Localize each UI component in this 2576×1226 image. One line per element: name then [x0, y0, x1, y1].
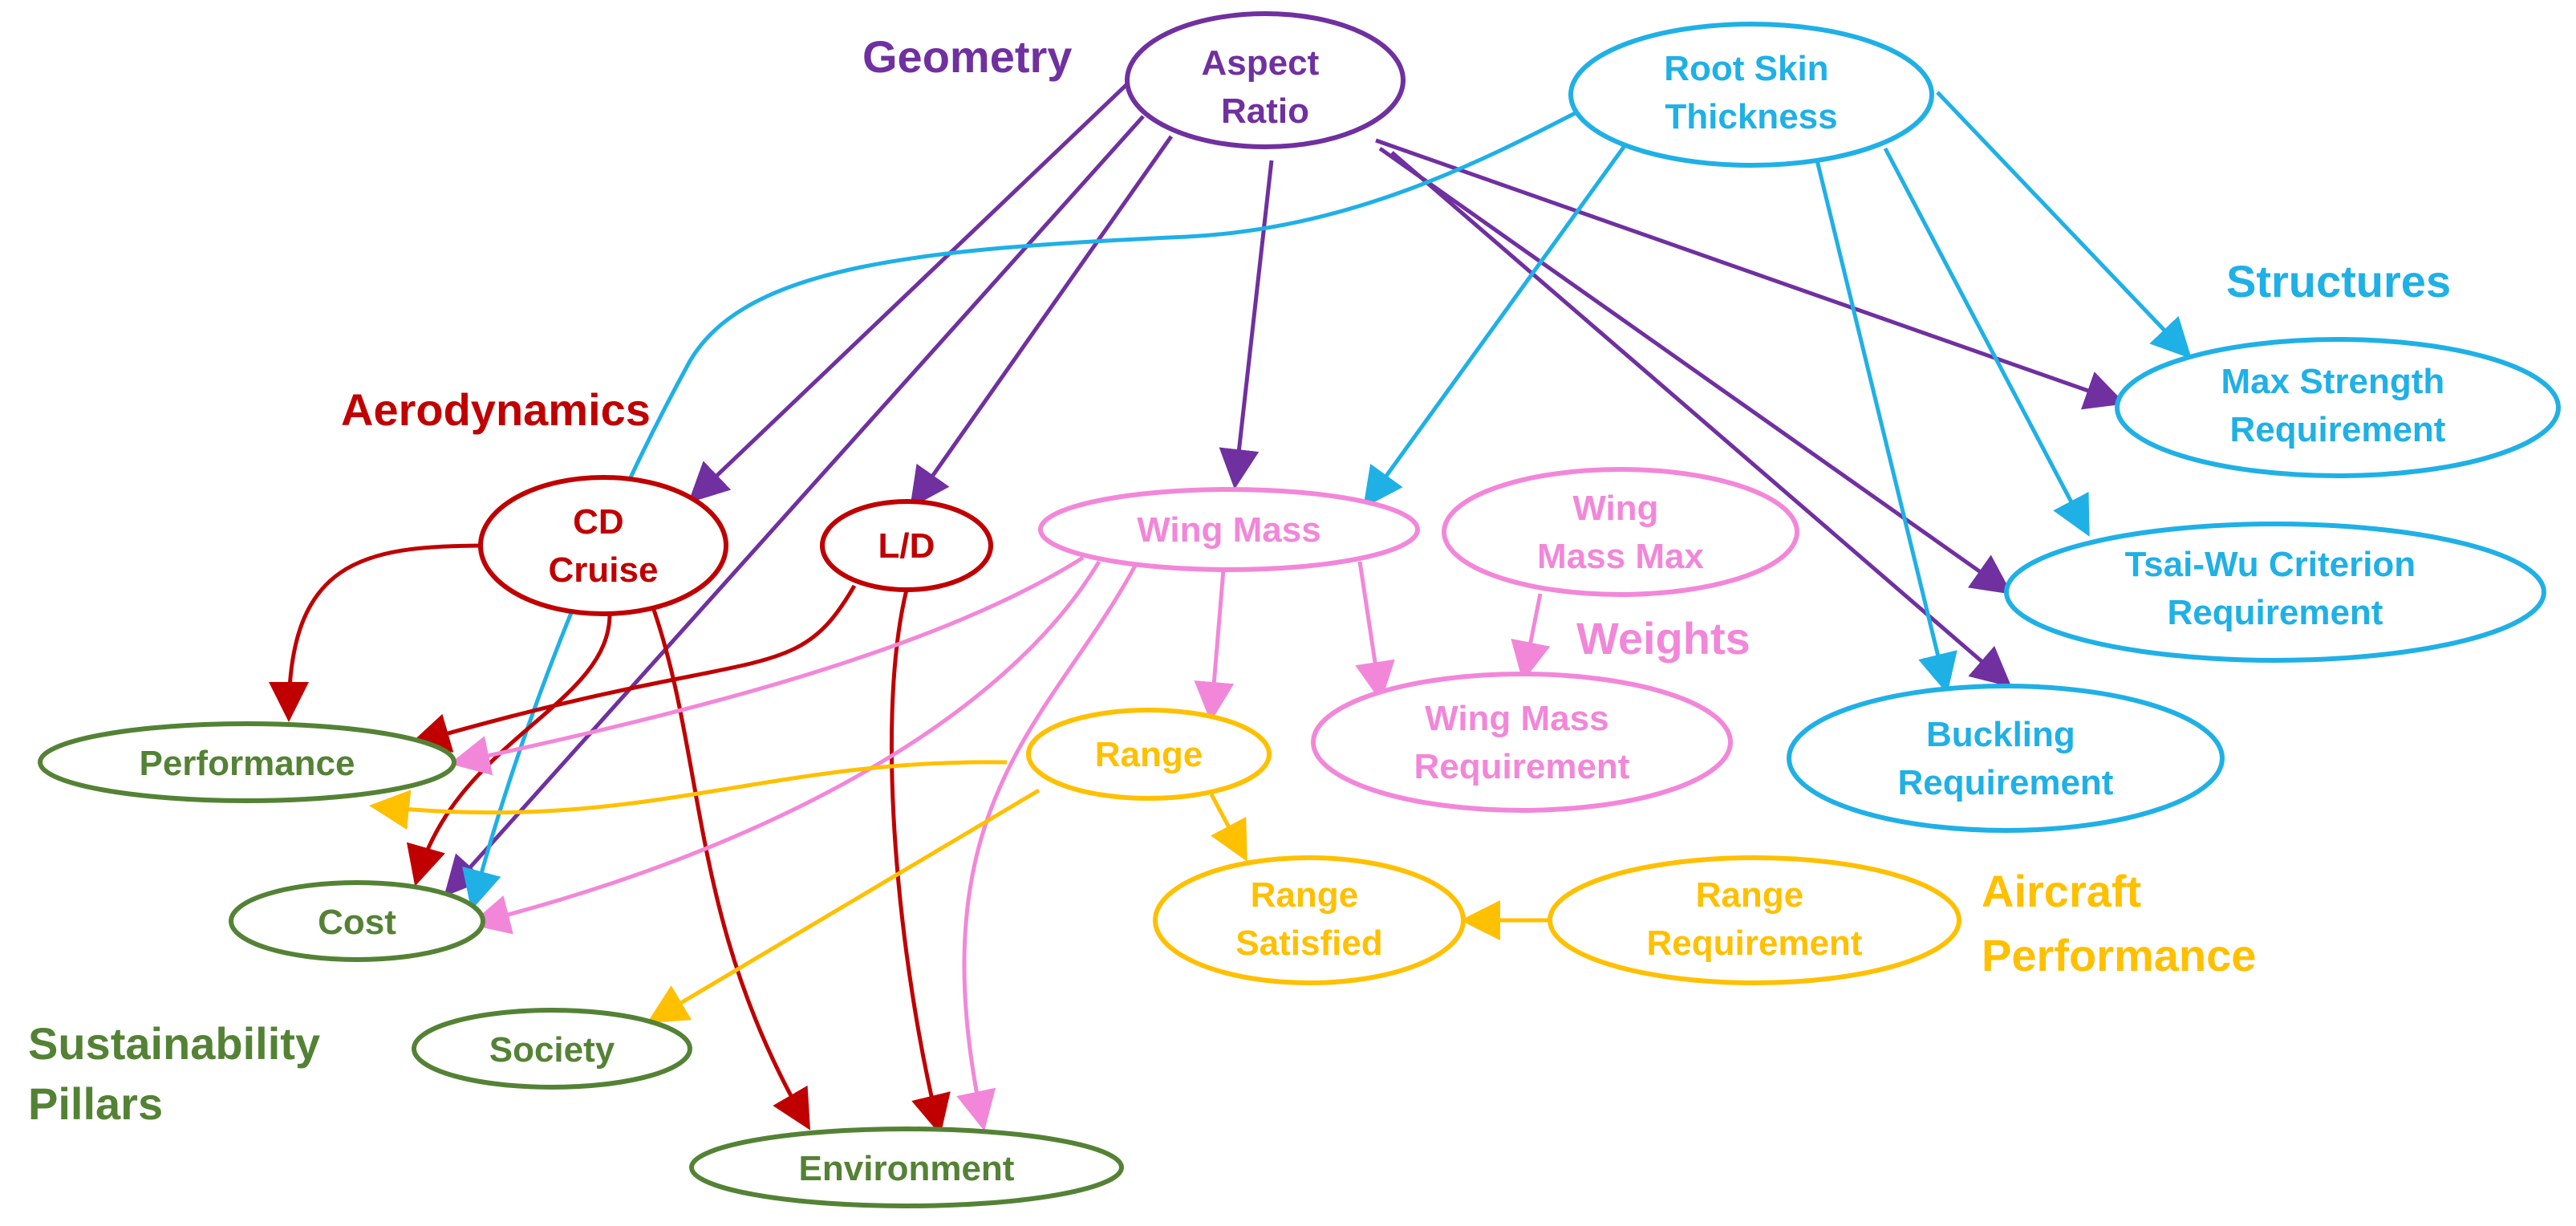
group-labels: Geometry Structures Aerodynamics Weights… [28, 31, 2451, 1129]
node-max-strength-requirement: Max Strength Requirement [2115, 337, 2561, 478]
svg-text:Performance: Performance [139, 744, 355, 783]
node-wing-mass: Wing Mass [1038, 487, 1420, 572]
svg-text:Aspect Ratio: Aspect Ratio [1202, 43, 1329, 131]
node-aspect-ratio: Aspect Ratio [1125, 11, 1406, 149]
edge-range-to-range-satisfied [1209, 793, 1247, 862]
edge-aspect-ratio-to-tsai-wu [1378, 146, 2013, 595]
svg-text:Tsai-Wu Criterion Requ: Tsai-Wu Criterion Requirement [2125, 545, 2426, 632]
edge-range-to-performance [369, 760, 1008, 830]
edge-aspect-ratio-to-wing-mass [1219, 160, 1274, 489]
nodes: Aspect Ratio Root Skin Thickness Max Str… [38, 11, 2561, 1208]
svg-text:Wing Mass Requirement: Wing Mass Requirement [1414, 699, 1630, 786]
svg-text:Range Requirement: Range Requirement [1647, 875, 1863, 963]
node-performance: Performance [38, 721, 456, 803]
edges [269, 79, 2192, 1135]
edge-root-skin-to-tsai-wu [1883, 147, 2090, 537]
node-l-d: L/D [820, 499, 993, 592]
group-label-structures: Structures [2226, 256, 2451, 306]
edge-wing-mass-to-performance [449, 555, 1085, 776]
svg-text:CD Cruise: CD Cruise [549, 502, 659, 590]
edge-l-d-to-environment [889, 589, 951, 1135]
group-label-aircraft-performance: Aircraft Performance [1982, 866, 2256, 980]
edge-root-skin-to-wing-mass [1363, 139, 1631, 509]
edge-aspect-ratio-to-cd-cruise [688, 79, 1133, 503]
edge-wing-mass-to-range [1194, 569, 1235, 722]
svg-text:Buckling Requirement: Buckling Requirement [1898, 715, 2114, 802]
group-label-aerodynamics: Aerodynamics [341, 384, 651, 435]
group-label-weights: Weights [1576, 613, 1750, 664]
node-tsai-wu-requirement: Tsai-Wu Criterion Requirement [2004, 522, 2546, 663]
edge-wing-mass-to-wing-mass-req [1355, 561, 1395, 702]
node-range-satisfied: Range Satisfied [1153, 855, 1466, 985]
group-label-geometry: Geometry [862, 31, 1072, 82]
node-wing-mass-max: Wing Mass Max [1442, 467, 1799, 597]
edge-cd-cruise-to-cost [406, 613, 612, 887]
edge-aspect-ratio-to-max-strength [1375, 138, 2126, 410]
edge-cd-cruise-to-performance [269, 543, 486, 722]
edge-root-skin-to-cost [462, 106, 1586, 911]
node-buckling-requirement: Buckling Requirement [1787, 684, 2225, 833]
edge-aspect-ratio-to-buckling [1390, 151, 2012, 688]
svg-text:L/D: L/D [878, 526, 935, 566]
svg-text:Environment: Environment [799, 1149, 1015, 1188]
svg-text:Range Satisfied: Range Satisfied [1235, 875, 1382, 963]
svg-text:Range: Range [1095, 735, 1203, 774]
svg-text:Society: Society [489, 1030, 615, 1070]
svg-text:Wing Mass: Wing Mass [1137, 510, 1320, 550]
svg-text:Max Strength Requireme: Max Strength Requirement [2221, 362, 2455, 449]
edge-wing-mass-to-cost [469, 560, 1101, 935]
node-cd-cruise: CD Cruise [478, 475, 728, 616]
node-environment: Environment [689, 1127, 1124, 1208]
edge-range-to-society [647, 788, 1041, 1024]
edge-root-skin-to-buckling [1815, 160, 1957, 694]
edge-aspect-ratio-to-l-d [910, 135, 1174, 509]
svg-text:Root Skin Thickness: Root Skin Thickness [1664, 49, 1839, 136]
edge-l-d-to-performance [409, 584, 857, 753]
node-wing-mass-requirement: Wing Mass Requirement [1311, 672, 1733, 813]
svg-text:Cost: Cost [318, 903, 396, 942]
node-range: Range [1026, 708, 1272, 801]
node-root-skin-thickness: Root Skin Thickness [1568, 22, 1934, 168]
node-society: Society [412, 1008, 692, 1090]
node-cost: Cost [229, 880, 485, 962]
edge-root-skin-to-max-strength [1936, 91, 2192, 359]
group-label-sustainability-pillars: Sustainability Pillars [28, 1018, 333, 1129]
svg-text:Wing Mass Max: Wing Mass Max [1537, 489, 1704, 576]
edge-wing-mass-to-environment [956, 564, 1138, 1131]
edge-wing-mass-max-to-wing-mass-req [1511, 593, 1551, 682]
node-range-requirement: Range Requirement [1548, 855, 1961, 985]
